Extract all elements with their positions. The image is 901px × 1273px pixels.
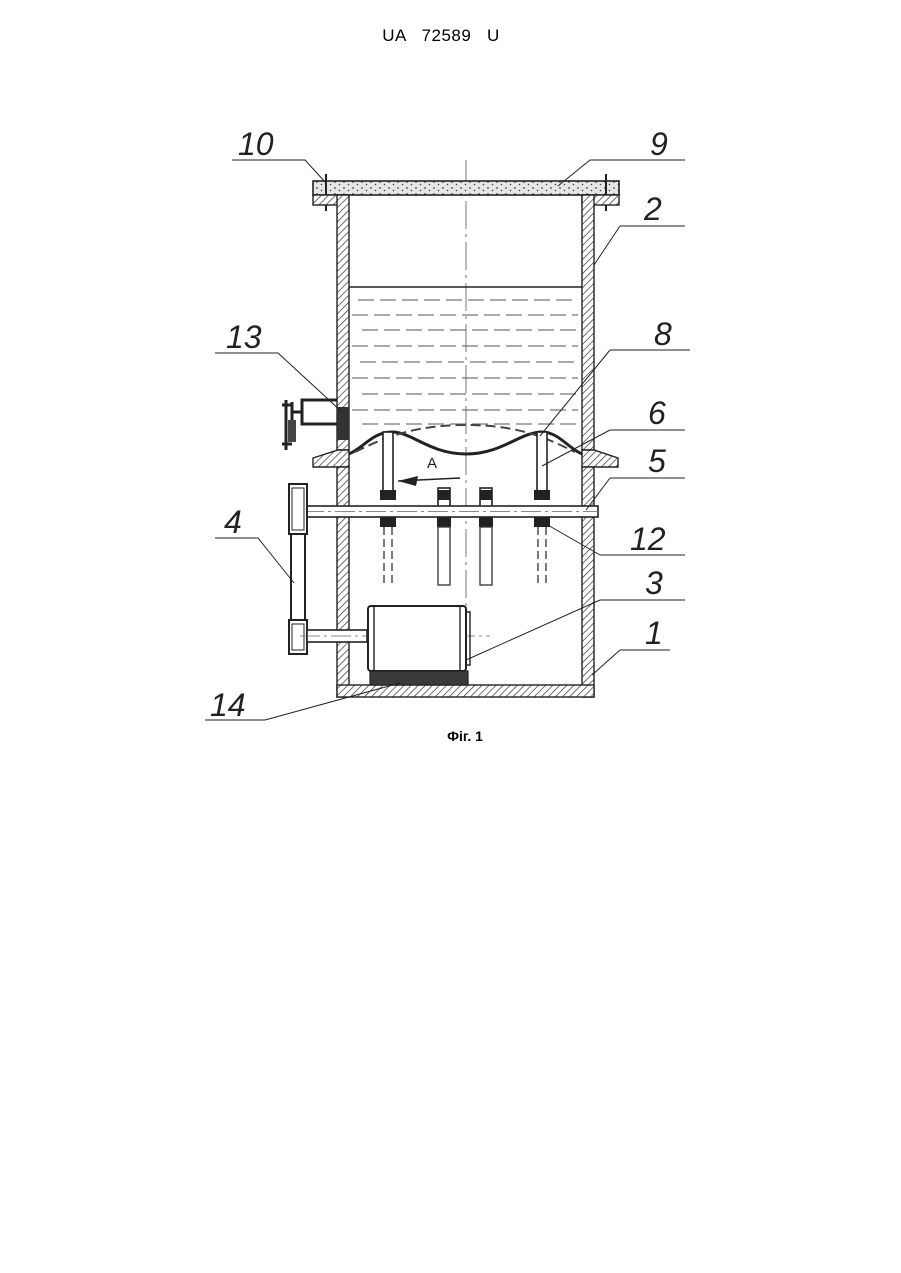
label-12: 12: [630, 521, 666, 557]
label-5: 5: [648, 443, 666, 479]
pusher-rods: [383, 432, 547, 508]
label-4: 4: [224, 504, 242, 540]
lid: [313, 181, 619, 195]
middle-flange-right: [582, 450, 618, 467]
label-2: 2: [643, 191, 662, 227]
pusher-nuts: [380, 490, 550, 500]
label-8: 8: [654, 316, 672, 352]
label-6: 6: [648, 395, 666, 431]
motor: [368, 606, 466, 671]
body-bottom: [337, 685, 594, 697]
label-14: 14: [210, 687, 246, 723]
label-10: 10: [238, 126, 274, 162]
membrane: [338, 432, 592, 456]
label-a: A: [427, 455, 437, 472]
motor-mount: [370, 671, 468, 685]
label-13: 13: [226, 319, 262, 355]
vessel-wall-right: [582, 195, 594, 450]
figure-caption: Фіг. 1: [0, 728, 901, 744]
lower-rods: [384, 527, 546, 586]
label-9: 9: [650, 126, 668, 162]
cams: [380, 517, 550, 527]
side-port: [337, 407, 349, 440]
liquid-dash-lines: [352, 300, 578, 424]
label-3: 3: [645, 565, 663, 601]
body-wall-left: [337, 467, 349, 697]
label-1: 1: [645, 615, 663, 651]
middle-flange-left: [313, 450, 349, 467]
